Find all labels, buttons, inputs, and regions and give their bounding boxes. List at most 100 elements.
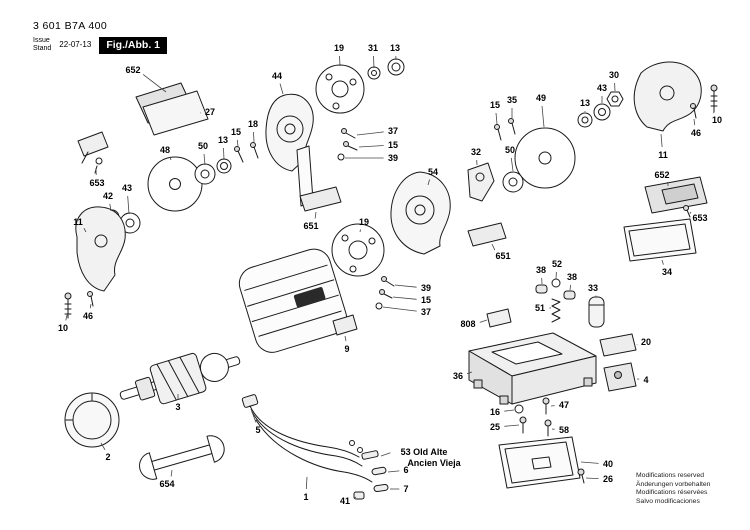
leader-line bbox=[203, 153, 206, 166]
screw-58-icon bbox=[544, 419, 552, 437]
leader-line bbox=[100, 442, 106, 451]
leader-line bbox=[83, 228, 87, 233]
part-label: 651 bbox=[495, 251, 510, 261]
part-label: 41 bbox=[340, 496, 350, 506]
leader-line bbox=[344, 335, 347, 342]
part-label: 39 bbox=[421, 283, 431, 293]
leader-line bbox=[253, 131, 255, 143]
part-label: 25 bbox=[490, 422, 500, 432]
leader-line bbox=[466, 371, 473, 375]
screw-46-right-icon bbox=[690, 103, 697, 119]
part-label: 2 bbox=[105, 452, 110, 462]
notice-line-en: Modifications reserved bbox=[636, 472, 704, 479]
part-label: 30 bbox=[609, 70, 619, 80]
wiring-harness bbox=[249, 405, 363, 467]
part-label: 7 bbox=[403, 484, 408, 494]
issue-label: Issue bbox=[33, 37, 50, 44]
part-label: 652 bbox=[654, 170, 669, 180]
drawing-header: 3 601 B7A 400 Issue Stand 22-07-13 Fig./… bbox=[33, 20, 167, 54]
leader-line bbox=[504, 409, 515, 412]
leader-line bbox=[569, 284, 571, 291]
spark-plate-652-left bbox=[135, 82, 209, 136]
issue-stand-labels: Issue Stand bbox=[33, 37, 51, 53]
back-plate-651-right bbox=[467, 222, 507, 247]
leader-line bbox=[279, 83, 284, 95]
nut-16 bbox=[514, 404, 524, 414]
washer-52 bbox=[551, 278, 561, 288]
part-label: 3 bbox=[175, 402, 180, 412]
part-label: 651 bbox=[303, 221, 318, 231]
grinding-wheel-49 bbox=[514, 127, 576, 189]
leader-line bbox=[358, 145, 384, 148]
bearing-flange-19-top bbox=[315, 64, 365, 114]
part-label: 13 bbox=[390, 43, 400, 53]
ring-31 bbox=[367, 66, 381, 80]
part-label: 40 bbox=[603, 459, 613, 469]
spark-plate-652-right bbox=[644, 176, 708, 214]
screw-35-icon bbox=[508, 118, 516, 135]
part-label: 53 Old Alte bbox=[401, 447, 448, 457]
screw-15-left-icon bbox=[234, 146, 244, 163]
part-label: 13 bbox=[580, 98, 590, 108]
bracket-653-left bbox=[77, 131, 109, 174]
leader-line bbox=[689, 211, 692, 214]
leader-line bbox=[427, 179, 430, 186]
screw-10-right-icon bbox=[710, 84, 718, 113]
notice-line-de: Änderungen vorbehalten bbox=[636, 480, 711, 488]
part-label: 5 bbox=[255, 425, 260, 435]
end-cap-2 bbox=[64, 392, 120, 448]
part-label: 18 bbox=[248, 119, 258, 129]
notice-line-fr: Modifications réservées bbox=[636, 489, 708, 497]
screw-26-icon bbox=[577, 468, 585, 484]
ring-13-top bbox=[387, 58, 405, 76]
screws-653-right bbox=[683, 205, 691, 218]
part-label: 38 bbox=[567, 272, 577, 282]
leader-line bbox=[314, 211, 317, 219]
part-label: 38 bbox=[536, 265, 546, 275]
armature-3 bbox=[119, 352, 241, 405]
leader-line bbox=[65, 314, 68, 321]
part-label: 15 bbox=[421, 295, 431, 305]
leader-line bbox=[223, 147, 225, 161]
flange-43-right bbox=[593, 103, 611, 121]
leader-line bbox=[89, 303, 92, 309]
part-label: 37 bbox=[388, 126, 398, 136]
washer-50-left bbox=[194, 163, 216, 185]
part-label: 47 bbox=[559, 400, 569, 410]
part-label: 37 bbox=[421, 307, 431, 317]
part-label: 20 bbox=[641, 337, 651, 347]
leader-line bbox=[394, 284, 417, 288]
leader-line bbox=[693, 118, 696, 126]
part-label: 42 bbox=[103, 191, 113, 201]
part-label: 43 bbox=[122, 183, 132, 193]
leader-line bbox=[380, 452, 391, 457]
power-cord-1 bbox=[255, 419, 373, 483]
wheel-guard-11-left bbox=[75, 206, 126, 292]
part-label: 10 bbox=[58, 323, 68, 333]
cable-grommet-5 bbox=[241, 394, 259, 408]
part-label: 49 bbox=[536, 93, 546, 103]
screw-46-left-icon bbox=[87, 291, 94, 307]
shield-34 bbox=[623, 218, 697, 262]
motor-housing bbox=[238, 248, 348, 353]
part-label: 4 bbox=[643, 375, 648, 385]
part-label: 46 bbox=[83, 311, 93, 321]
leader-line bbox=[142, 74, 167, 93]
leader-line bbox=[510, 157, 514, 172]
leader-line bbox=[541, 105, 545, 128]
part-label: 58 bbox=[559, 425, 569, 435]
bracket-32 bbox=[467, 162, 495, 202]
foot-38-a bbox=[535, 284, 548, 294]
part-label: 1 bbox=[303, 492, 308, 502]
part-label: 11 bbox=[73, 217, 83, 227]
grinding-wheel-48 bbox=[147, 156, 203, 212]
part-label: 808 bbox=[460, 319, 475, 329]
leader-line bbox=[580, 461, 599, 464]
washer-50-right bbox=[502, 171, 524, 193]
part-label: 50 bbox=[505, 145, 515, 155]
part-label: 52 bbox=[552, 259, 562, 269]
inner-guard-54 bbox=[390, 171, 451, 255]
